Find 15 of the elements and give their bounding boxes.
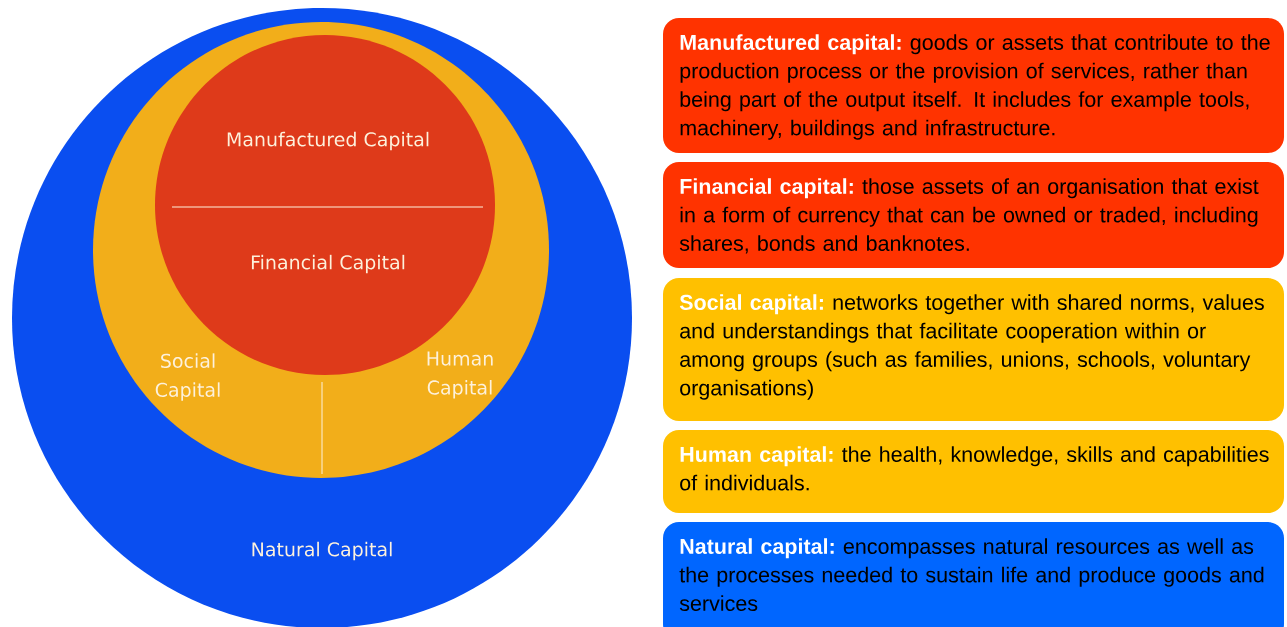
circle-label: Financial Capital [251,254,405,274]
definition-box [663,430,1284,513]
circle-label: Social Capital [155,353,220,401]
definition-text: Natural capital: encompasses natural resources as well as the processes needed to sustain life and produce goods and services [679,538,1264,611]
definition-box [663,522,1284,627]
definition-text: Financial capital: those assets of an organisation that exist in a form of currency that can be owned or traded, including shares, bonds and banknotes. [679,178,1259,254]
definition-box [663,278,1284,421]
definition-box [663,162,1284,268]
definition-text: Manufactured capital: goods or assets that contribute to the production process or the provision of services, rather than being part of the output itself. It includes for example tools, machinery, buildings and infrastructure. [680,34,1270,140]
circle-label: Human Capital [427,351,493,399]
definition-box [663,18,1284,153]
definition-text: Human capital: the health, knowledge, skills and capabilities of individuals. [680,446,1269,491]
circle-label: Natural Capital [252,541,392,561]
circle-label: Manufactured Capital [227,131,429,151]
definition-text: Social capital: networks together with shared norms, values and understandings that facilitate cooperation within or among groups (such as families, unions, schools, voluntary organisations) [679,294,1264,400]
